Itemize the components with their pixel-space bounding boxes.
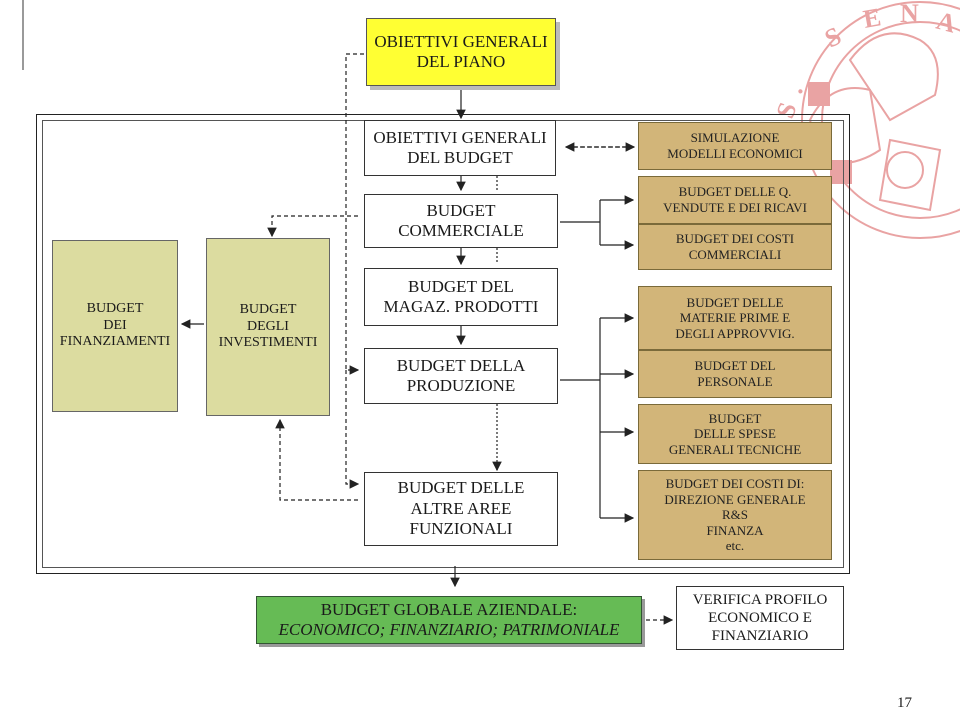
svg-text:N: N [900, 0, 919, 28]
budget-altre-aree-box: BUDGET DELLE ALTRE AREE FUNZIONALI [364, 472, 558, 546]
budget-globale-box: BUDGET GLOBALE AZIENDALE: ECONOMICO; FIN… [256, 596, 642, 644]
obiettivi-piano-box: OBIETTIVI GENERALI DEL PIANO [366, 18, 556, 86]
budget-vendite-ricavi-label: BUDGET DELLE Q. VENDUTE E DEI RICAVI [663, 184, 807, 215]
budget-spese-tecniche-box: BUDGET DELLE SPESE GENERALI TECNICHE [638, 404, 832, 464]
verifica-profilo-label: VERIFICA PROFILO ECONOMICO E FINANZIARIO [692, 592, 828, 644]
verifica-profilo-box: VERIFICA PROFILO ECONOMICO E FINANZIARIO [676, 586, 844, 650]
budget-personale-box: BUDGET DEL PERSONALE [638, 350, 832, 398]
simulazione-label: SIMULAZIONE MODELLI ECONOMICI [667, 130, 803, 161]
budget-produzione-box: BUDGET DELLA PRODUZIONE [364, 348, 558, 404]
budget-finanziamenti-box: BUDGET DEI FINANZIAMENTI [52, 240, 178, 412]
budget-costi-direzione-label: BUDGET DEI COSTI DI: DIREZIONE GENERALE … [664, 476, 806, 554]
budget-globale-line1: BUDGET GLOBALE AZIENDALE: [320, 599, 578, 619]
budget-finanziamenti-label: BUDGET DEI FINANZIAMENTI [59, 300, 171, 350]
page-number: 17 [897, 695, 912, 711]
budget-costi-direzione-box: BUDGET DEI COSTI DI: DIREZIONE GENERALE … [638, 470, 832, 560]
budget-commerciale-label: BUDGET COMMERCIALE [398, 200, 524, 240]
budget-commerciale-box: BUDGET COMMERCIALE [364, 194, 558, 248]
budget-costi-commerciali-label: BUDGET DEI COSTI COMMERCIALI [675, 231, 795, 262]
budget-costi-commerciali-box: BUDGET DEI COSTI COMMERCIALI [638, 224, 832, 270]
budget-produzione-label: BUDGET DELLA PRODUZIONE [396, 355, 526, 395]
university-seal-icon: S E N A S . [770, 0, 960, 239]
budget-area-frame [36, 114, 850, 574]
budget-personale-label: BUDGET DEL PERSONALE [694, 358, 776, 389]
obiettivi-budget-label: OBIETTIVI GENERALI DEL BUDGET [373, 127, 547, 167]
budget-globale-line2: ECONOMICO; FINANZIARIO; PATRIMONIALE [278, 620, 620, 639]
budget-materie-prime-label: BUDGET DELLE MATERIE PRIME E DEGLI APPRO… [675, 294, 795, 341]
budget-investimenti-box: BUDGET DEGLI INVESTIMENTI [206, 238, 330, 416]
budget-materie-prime-box: BUDGET DELLE MATERIE PRIME E DEGLI APPRO… [638, 286, 832, 350]
slide-corner-decoration [0, 0, 24, 70]
budget-vendite-ricavi-box: BUDGET DELLE Q. VENDUTE E DEI RICAVI [638, 176, 832, 224]
simulazione-box: SIMULAZIONE MODELLI ECONOMICI [638, 122, 832, 170]
obiettivi-budget-box: OBIETTIVI GENERALI DEL BUDGET [364, 120, 556, 176]
budget-magazzino-label: BUDGET DEL MAGAZ. PRODOTTI [383, 276, 539, 316]
budget-magazzino-box: BUDGET DEL MAGAZ. PRODOTTI [364, 268, 558, 326]
budget-investimenti-label: BUDGET DEGLI INVESTIMENTI [218, 301, 318, 351]
budget-altre-aree-label: BUDGET DELLE ALTRE AREE FUNZIONALI [397, 478, 525, 539]
svg-text:E: E [861, 2, 883, 34]
obiettivi-piano-label: OBIETTIVI GENERALI DEL PIANO [374, 31, 548, 71]
budget-spese-tecniche-label: BUDGET DELLE SPESE GENERALI TECNICHE [668, 410, 802, 457]
